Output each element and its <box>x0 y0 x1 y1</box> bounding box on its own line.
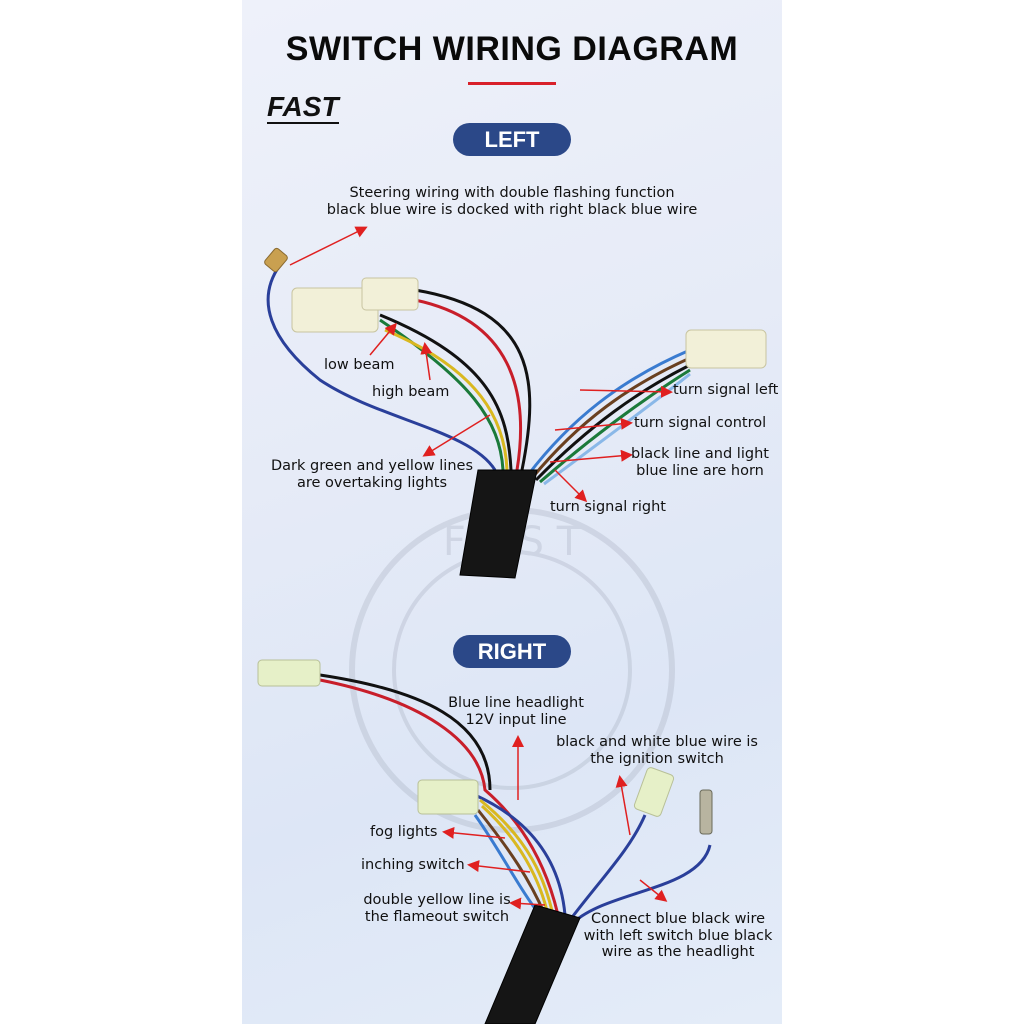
label-turn-signal-right: turn signal right <box>550 499 666 515</box>
right-arrows <box>442 735 668 910</box>
left-caption: Steering wiring with double flashing fun… <box>327 185 698 218</box>
label-line: blue line are horn <box>636 462 764 479</box>
label-line: Blue line headlight <box>448 695 584 711</box>
label-headlight-connect: Connect blue black wire with left switch… <box>584 911 773 961</box>
label-line: double yellow line is <box>363 892 511 908</box>
label-line: the flameout switch <box>364 908 510 925</box>
brand-logo: FAST <box>267 91 339 124</box>
label-line: black and white blue wire is <box>556 734 758 750</box>
label-line: Connect blue black wire <box>590 911 766 927</box>
label-line: wire as the headlight <box>601 944 755 960</box>
page-title: SWITCH WIRING DIAGRAM <box>285 30 739 68</box>
label-flameout: double yellow line is the flameout switc… <box>363 892 510 925</box>
caption-line: Steering wiring with double flashing fun… <box>349 185 675 201</box>
left-section-badge: LEFT <box>453 123 571 156</box>
label-headlight-input: Blue line headlight 12V input line <box>448 695 584 728</box>
label-overtaking: Dark green and yellow lines are overtaki… <box>271 458 473 491</box>
right-harness <box>257 659 713 1024</box>
label-horn: black line and light blue line are horn <box>631 446 769 479</box>
label-line: Dark green and yellow lines <box>270 458 474 474</box>
left-harness <box>264 247 767 579</box>
label-high-beam: high beam <box>372 384 450 400</box>
left-arrows <box>289 226 673 503</box>
label-line: black line and light <box>631 446 769 462</box>
label-turn-signal-control: turn signal control <box>634 415 767 431</box>
label-low-beam: low beam <box>324 357 395 373</box>
label-inching-switch: inching switch <box>361 857 465 873</box>
label-line: with left switch blue black <box>583 927 773 944</box>
label-line: are overtaking lights <box>296 474 448 491</box>
caption-line: black blue wire is docked with right bla… <box>326 201 698 218</box>
title-underline <box>468 82 556 85</box>
label-line: the ignition switch <box>590 750 724 767</box>
right-section-badge: RIGHT <box>453 635 571 668</box>
label-fog-lights: fog lights <box>370 824 438 840</box>
label-line: 12V input line <box>465 711 567 728</box>
label-turn-signal-left: turn signal left <box>673 382 779 398</box>
label-ignition: black and white blue wire is the ignitio… <box>556 734 758 767</box>
